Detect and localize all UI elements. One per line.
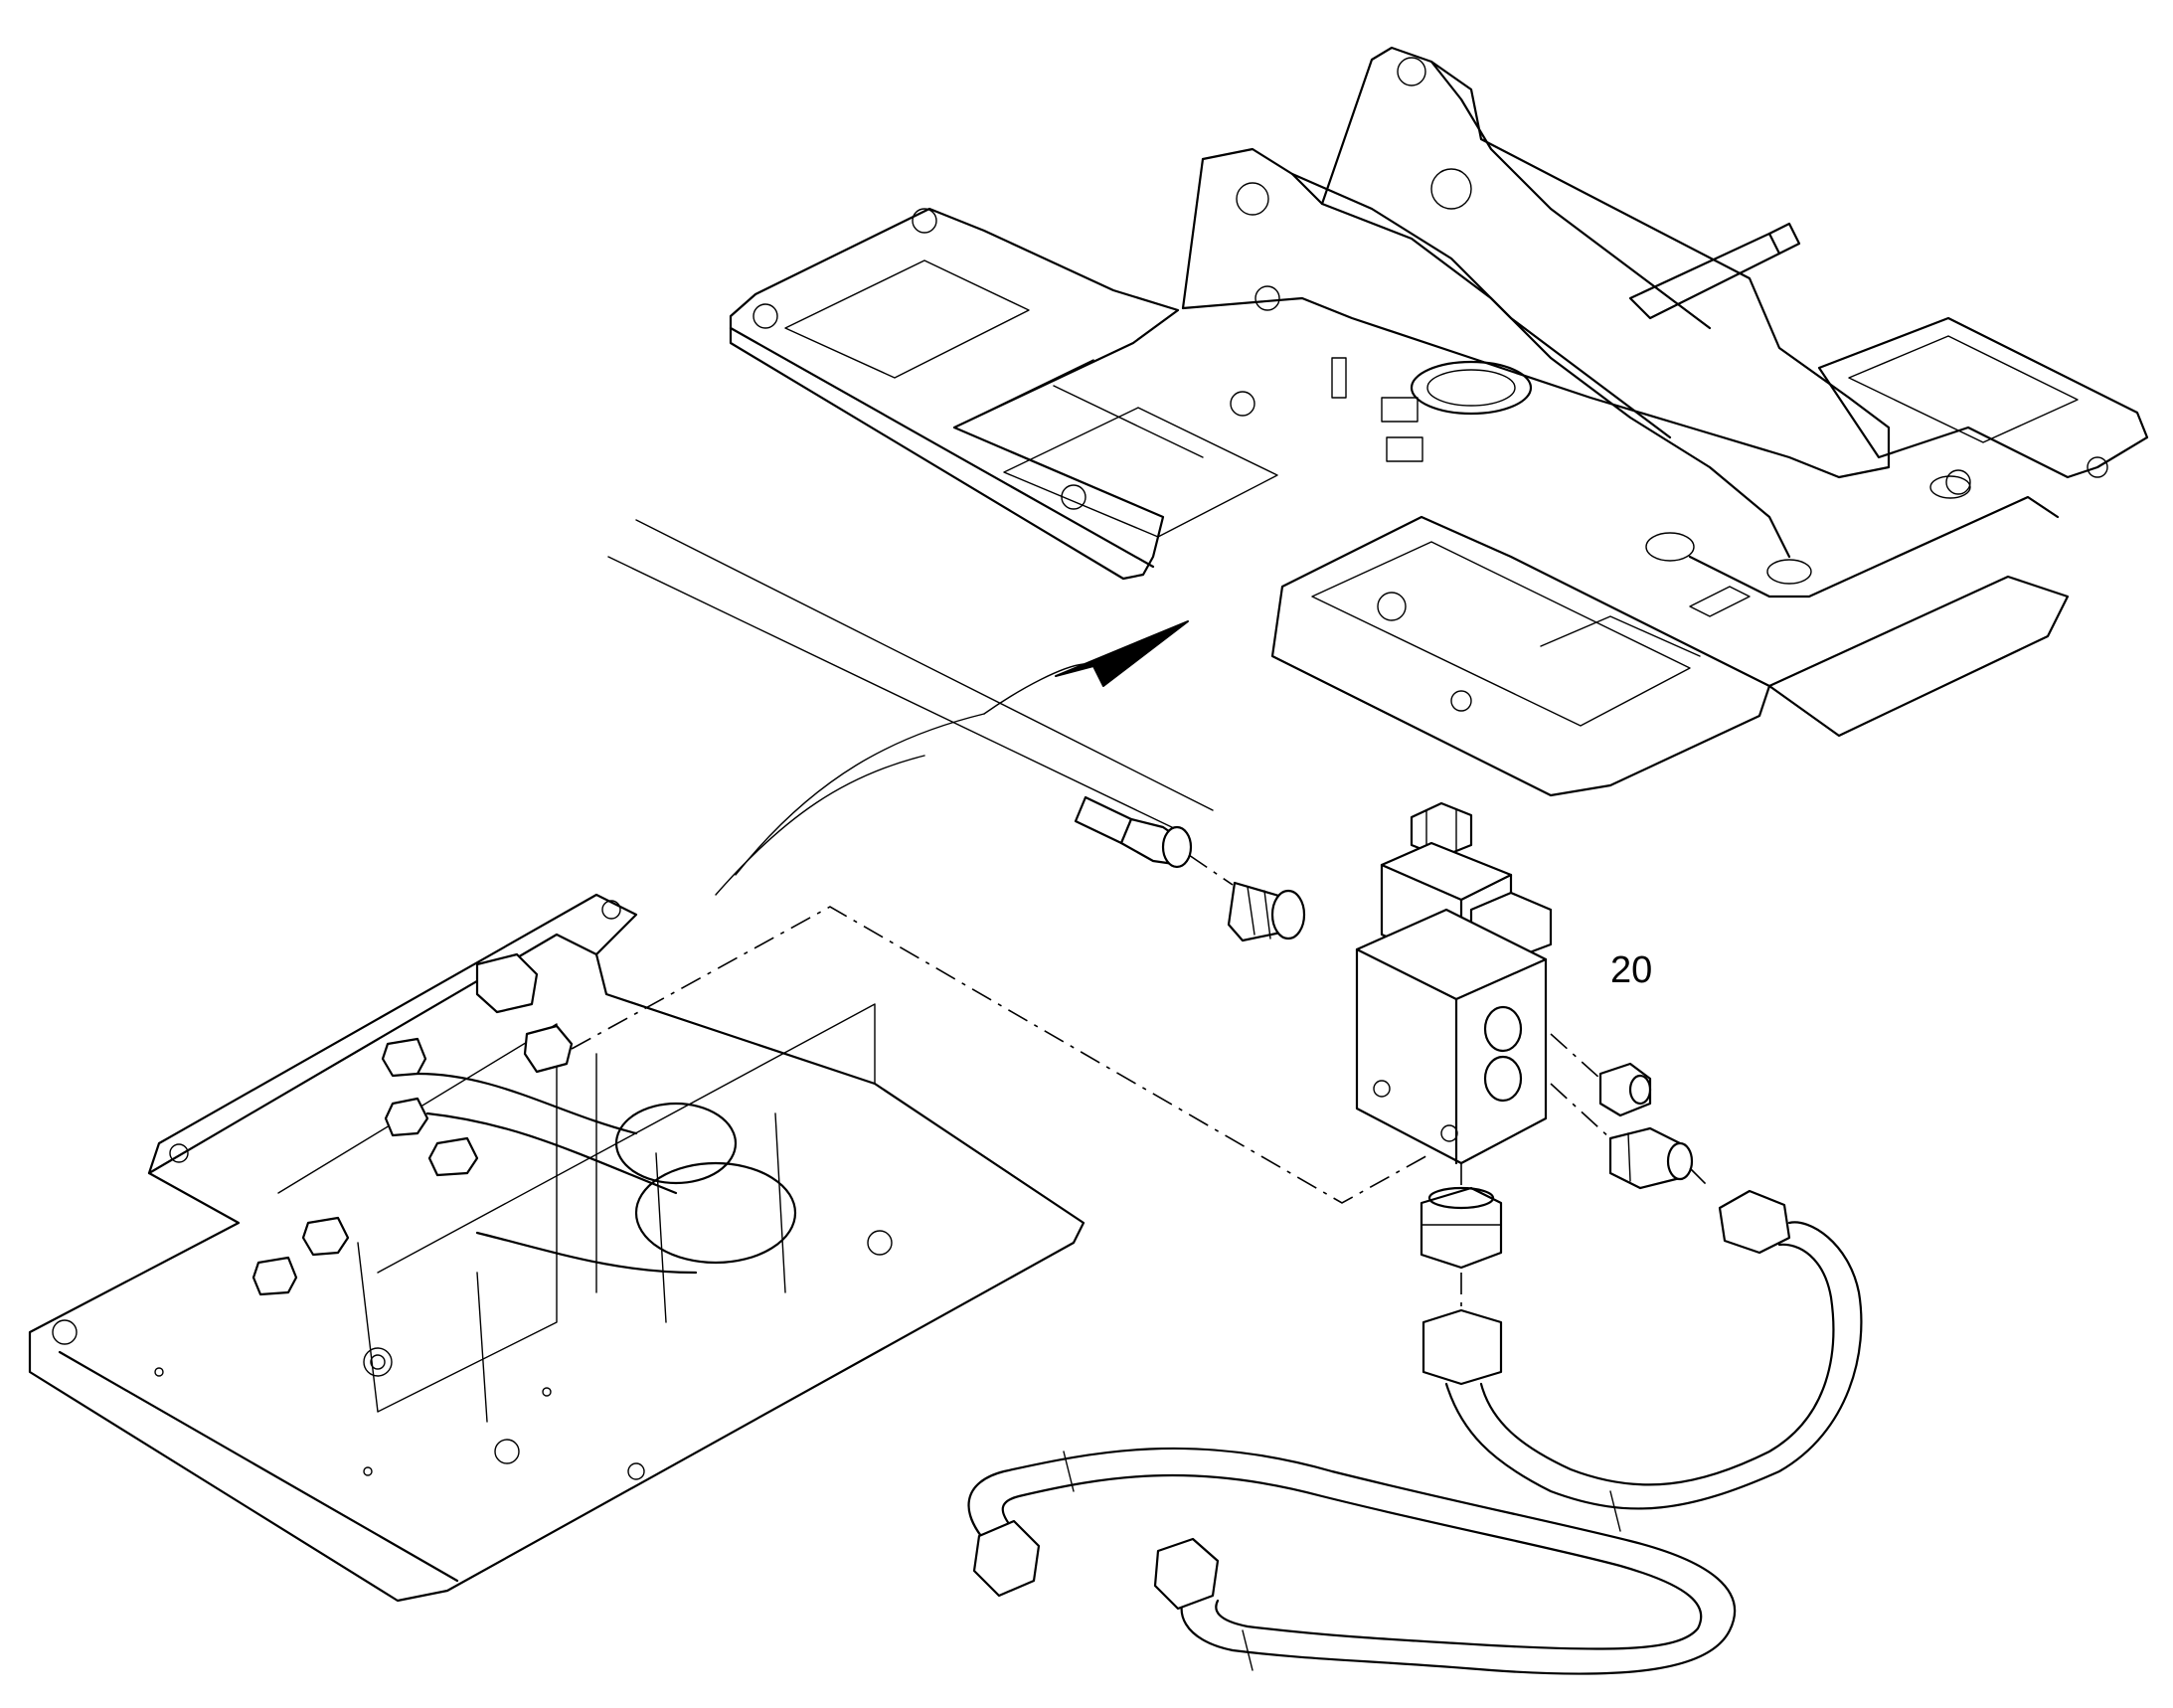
upper-hose-assembly xyxy=(1074,795,1234,886)
lower-hose-assembly xyxy=(967,1189,1863,1675)
valve-block xyxy=(1355,801,1553,1165)
chassis-frame xyxy=(729,46,2149,797)
assembly-direction-arrow xyxy=(607,519,1214,896)
alignment-line xyxy=(571,906,1432,1204)
adapter-fitting-upper xyxy=(1227,881,1306,942)
port-plug xyxy=(1598,1062,1652,1117)
lower-frame-assembly xyxy=(28,893,1086,1603)
adapter-fitting-bottom xyxy=(1420,1186,1503,1270)
adapter-fitting-right xyxy=(1608,1126,1694,1190)
callout-20: 20 xyxy=(1610,949,1652,991)
